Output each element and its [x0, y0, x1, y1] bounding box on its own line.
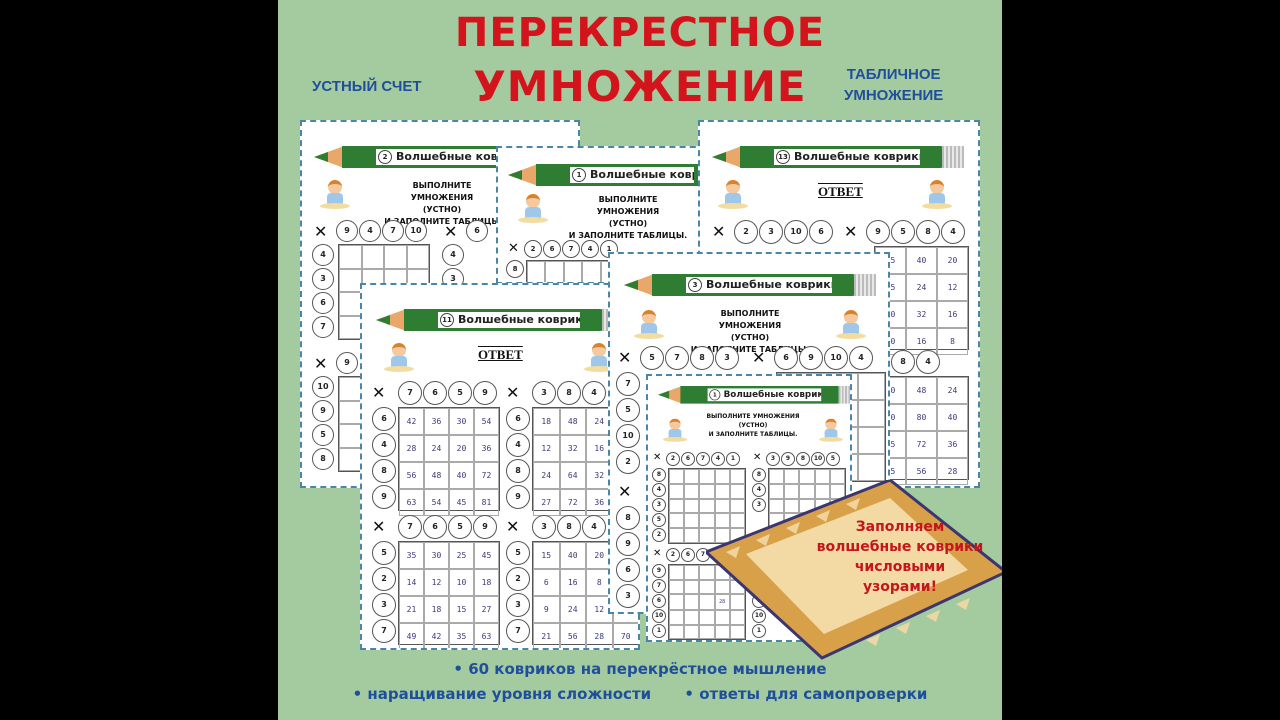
pencil-icon [314, 146, 344, 168]
boy-illustration [718, 176, 748, 210]
boy-illustration [320, 176, 350, 210]
magic-rug-illustration [706, 480, 1002, 660]
boy-illustration [819, 415, 843, 442]
multiply-icon: ✕ [752, 348, 766, 367]
boy-illustration [518, 190, 548, 224]
boy-illustration [922, 176, 952, 210]
multiply-icon: ✕ [314, 222, 328, 241]
instructions: ВЫПОЛНИТЕ УМНОЖЕНИЯ(УСТНО)И ЗАПОЛНИТЕ ТА… [384, 181, 500, 226]
feature-bullets-row: • наращивание уровня сложности • ответы … [278, 685, 1002, 703]
pencil-icon [712, 146, 742, 168]
multiply-icon: ✕ [444, 222, 458, 241]
title-line-2: УМНОЖЕНИЕ [473, 62, 807, 111]
boy-illustration [634, 306, 664, 340]
multiply-icon: ✕ [712, 222, 726, 241]
answer-label: ОТВЕТ [478, 347, 523, 362]
multiply-icon: ✕ [653, 452, 662, 463]
pencil-icon [508, 164, 538, 186]
instructions: ВЫПОЛНИТЕ УМНОЖЕНИЯ(УСТНО)И ЗАПОЛНИТЕ ТА… [568, 195, 688, 240]
multiply-icon: ✕ [653, 548, 662, 559]
multiply-icon: ✕ [618, 482, 632, 501]
boy-illustration [836, 306, 866, 340]
worksheet-title: Волшебные коврики [723, 389, 822, 400]
multiply-icon: ✕ [844, 222, 858, 241]
multiply-icon: ✕ [314, 354, 328, 373]
multiply-icon: ✕ [506, 517, 520, 536]
feature-bullet-3: • ответы для самопроверки [684, 685, 928, 703]
feature-bullet-2: • наращивание уровня сложности [352, 685, 652, 703]
answer-label: ОТВЕТ [818, 184, 863, 199]
worksheet-title: Волшебные коврики [396, 150, 529, 163]
multiply-icon: ✕ [506, 383, 520, 402]
boy-illustration [384, 339, 414, 373]
multiply-icon: ✕ [618, 348, 632, 367]
pencil-icon [376, 309, 406, 331]
boy-illustration [663, 415, 687, 442]
instructions: ВЫПОЛНИТЕ УМНОЖЕНИЯ(УСТНО)И ЗАПОЛНИТЕ ТА… [706, 413, 800, 438]
worksheet-title: Волшебные коврики [458, 313, 580, 326]
caption-table-multiplication: ТАБЛИЧНОЕ УМНОЖЕНИЕ [844, 66, 944, 104]
worksheet-title: Волшебные коврики [794, 150, 920, 163]
rug-caption: Заполняем волшебные коврики числовыми уз… [816, 519, 984, 595]
boy-illustration [584, 339, 614, 373]
multiply-icon: ✕ [372, 517, 386, 536]
multiply-icon: ✕ [753, 452, 762, 463]
multiply-icon: ✕ [372, 383, 386, 402]
feature-bullet-1: • 60 ковриков на перекрёстное мышление [453, 660, 827, 678]
poster: ПЕРЕКРЕСТНОЕ УМНОЖЕНИЕ УСТНЫЙ СЧЕТ ТАБЛИ… [278, 0, 1002, 720]
pencil-icon [624, 274, 654, 296]
title-line-1: ПЕРЕКРЕСТНОЕ [454, 10, 826, 56]
instructions: ВЫПОЛНИТЕ УМНОЖЕНИЯ(УСТНО)И ЗАПОЛНИТЕ ТА… [690, 309, 810, 354]
caption-oral-counting: УСТНЫЙ СЧЕТ [312, 78, 422, 95]
worksheet-title: Волшебные коврики [590, 168, 694, 181]
pencil-icon [658, 386, 682, 404]
worksheet-title: Волшебные коврики [706, 278, 832, 291]
multiply-icon: ✕ [508, 241, 519, 256]
